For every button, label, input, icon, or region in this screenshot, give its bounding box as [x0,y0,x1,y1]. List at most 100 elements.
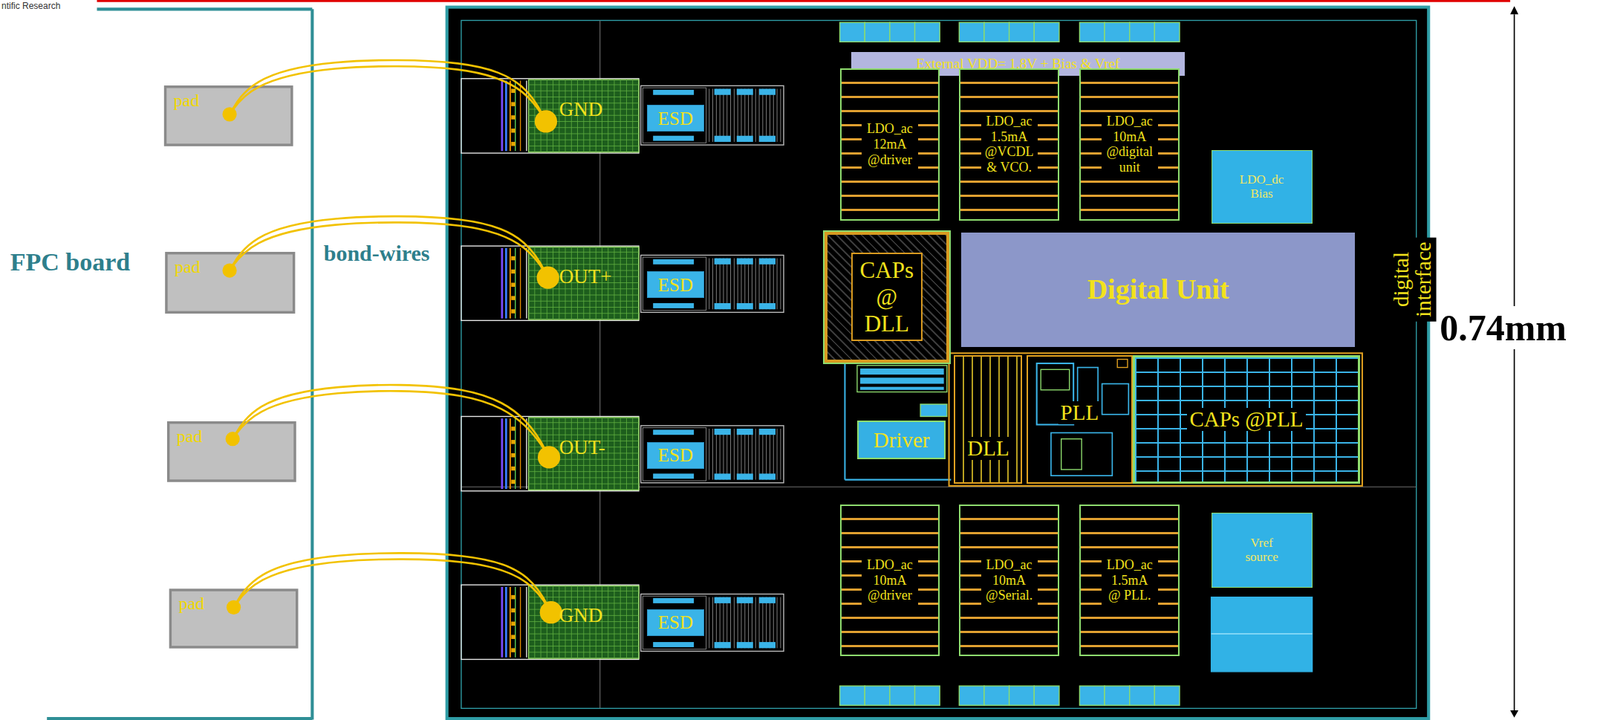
analog-block-outline [949,352,1363,486]
driver-block: Driver [857,420,947,460]
pad-cell-outline [461,584,639,659]
vref-block: Vref source [1211,512,1313,589]
metal-stripe [525,248,527,319]
esd-finger [769,428,771,480]
reference-block [1211,597,1313,672]
esd-diffusion [759,89,776,96]
esd-finger [773,428,775,480]
esd-finger [755,597,757,649]
ldo-block: LDO_ac 12mA @driver [840,68,941,221]
io-cell [1009,685,1035,705]
esd-finger [730,89,731,142]
metal-stripe [509,418,512,489]
io-cell [915,685,941,705]
pll-circuit [1040,369,1069,390]
esd-diffusion [652,641,694,647]
esd-finger [762,597,763,649]
io-cell [1154,22,1180,42]
esd-finger [751,258,753,310]
bond-wire [222,216,559,289]
io-cell [1079,685,1105,705]
io-cell [840,22,866,42]
pad-metal [528,417,639,491]
esd-finger [776,89,778,142]
metal-stripe [519,586,521,658]
capacitor-array: CAPs @PLL [1132,355,1361,484]
pad-grid [528,96,639,98]
esd-finger [719,89,721,142]
node-text: pad [173,90,200,110]
metal-stripe [505,418,508,489]
node-text: pad [178,593,205,613]
esd-block: ESD [646,271,705,298]
pad-grid [534,586,535,659]
esd-finger [726,428,728,480]
esd-finger [748,428,749,480]
esd-diffusion [652,303,694,309]
esd-diffusion [759,597,776,604]
metal-stripe [519,248,521,319]
pad-cell-outline [461,78,639,154]
pad-grid [632,79,633,153]
esd-finger [748,89,749,142]
pad-grid [613,246,615,320]
fpc-pad-shape [170,589,297,647]
esd-finger [762,428,763,480]
esd-finger [730,258,731,310]
bond-pad: OUT- [461,415,639,491]
pad-grid [528,483,639,485]
esd-finger [776,597,778,649]
pll-circuit [1051,432,1112,476]
esd-finger [744,428,746,480]
pad-grid [632,417,633,491]
esd-finger [708,428,710,480]
metal-stripe [505,248,508,319]
esd-diffusion [714,641,731,648]
metal-stripe [525,586,527,658]
pad-grid [620,586,621,659]
metal-stripe [509,80,512,152]
node-text: DLL [964,436,1011,460]
ldo-block: LDO_ac 10mA @digital unit [1079,68,1180,221]
esd-diffusion [714,428,731,435]
pad-grid [528,645,639,647]
esd-finger [748,597,749,649]
via [511,309,515,313]
chip-die [447,7,1430,719]
esd-finger [751,428,753,480]
annotation-label: bond-wires [321,240,433,266]
esd-finger [712,89,714,142]
node-text: LDO_ac 10mA @digital unit [1101,112,1159,177]
pad-cell-outline [461,415,639,491]
pad-grid [528,288,639,289]
via [511,256,515,260]
io-cell [889,685,916,705]
esd-finger [730,428,731,480]
dll-block: DLL [953,355,1023,484]
esd-finger [737,428,739,480]
bond-ball [537,445,561,468]
via [511,634,515,639]
esd-finger [762,258,763,310]
via [511,479,515,484]
esd-diffusion [652,473,694,479]
fpc-pad: pad [166,253,295,313]
esd-finger [779,89,781,142]
pad-grid [528,90,639,92]
esd-circuit [642,87,706,143]
io-cell [1129,685,1156,705]
esd-finger [726,258,728,310]
bond-ball [226,600,241,615]
fpc-pad-shape [165,86,292,145]
io-cell [840,685,866,705]
io-cell [1079,22,1105,42]
pad-grid [528,300,639,302]
dimension-arrowhead [1510,710,1519,718]
via [511,426,515,431]
esd-diffusion [714,597,731,604]
esd-finger [741,258,743,310]
via [511,439,515,444]
esd-finger [769,89,771,142]
io-cell [1104,22,1130,42]
pad-grid [613,586,615,659]
